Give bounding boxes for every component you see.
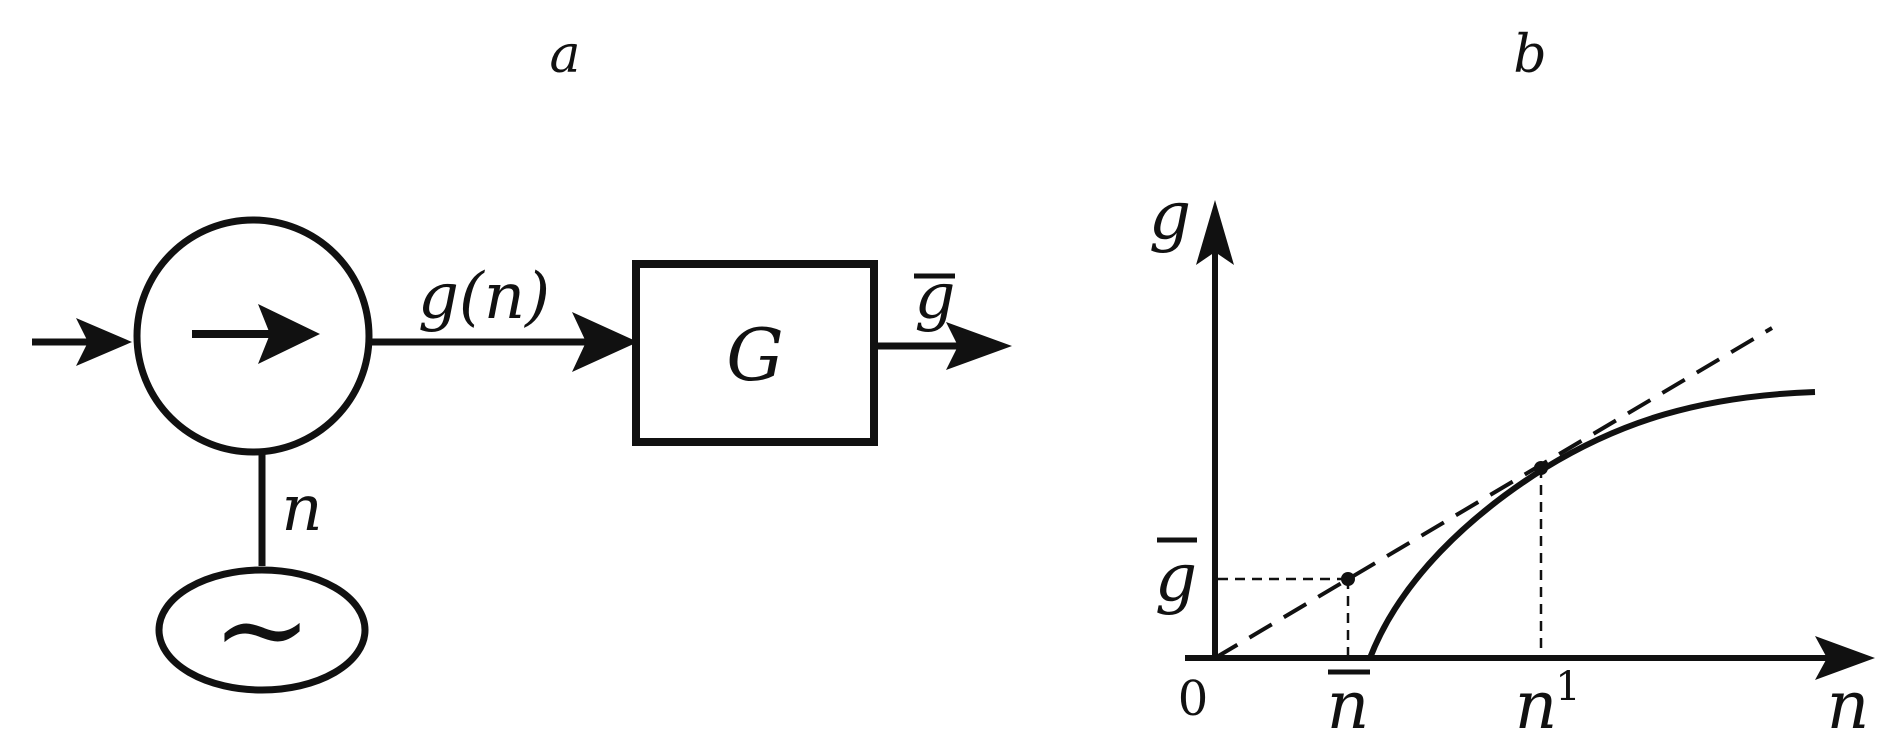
panel-a: a g(n) G g n ~ <box>32 25 1012 699</box>
y-axis-label: g <box>1149 177 1191 254</box>
block-g <box>632 260 878 446</box>
panel-b-label: b <box>1513 25 1546 85</box>
signal-label: g(n) <box>418 260 550 334</box>
noise-label: n <box>281 472 322 546</box>
output-label: g <box>915 260 956 334</box>
x-axis-label: n <box>1827 667 1870 744</box>
origin-label: 0 <box>1178 671 1209 727</box>
tangent-line <box>1213 326 1774 660</box>
input-arrow <box>32 318 132 366</box>
x-mark-n1-sup: 1 <box>1555 664 1580 710</box>
block-label: G <box>726 313 784 397</box>
x-axis <box>1185 636 1875 680</box>
x-mark-mean-label: n <box>1327 667 1370 744</box>
y-axis <box>1196 200 1234 660</box>
x-mark-n1-label: n <box>1515 667 1558 744</box>
panel-a-label: a <box>549 25 580 85</box>
tilde-icon: ~ <box>212 560 313 699</box>
arrow-icon <box>192 304 320 364</box>
x-mark-n1-base: n <box>1515 667 1558 744</box>
signal-arrow <box>369 312 638 372</box>
noise-source-ellipse <box>155 566 369 694</box>
output-arrow <box>874 322 1012 370</box>
y-mark-label: g <box>1155 539 1197 616</box>
modulator-circle <box>133 216 373 456</box>
panel-b: b g n 0 g n n 1 <box>1149 25 1875 744</box>
